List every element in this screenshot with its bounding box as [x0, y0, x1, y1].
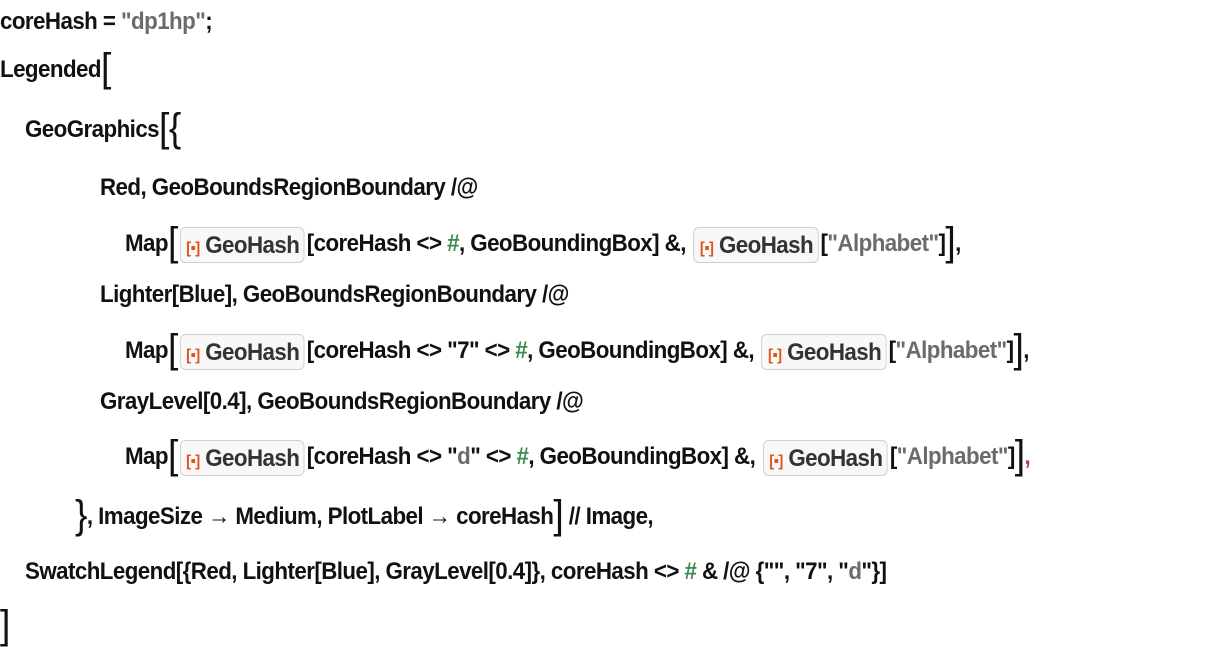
- code-token: Map: [125, 230, 169, 257]
- code-token: & /@ {"", "7", ": [696, 558, 849, 585]
- code-line[interactable]: GrayLevel[0.4], GeoBoundsRegionBoundary …: [100, 382, 584, 422]
- code-line[interactable]: Lighter[Blue], GeoBoundsRegionBoundary /…: [100, 275, 569, 315]
- bracket: [: [100, 46, 111, 90]
- code-token: ,: [955, 230, 961, 257]
- code-token: Map: [125, 443, 169, 470]
- string-literal: "Alphabet": [895, 337, 1008, 364]
- code-line[interactable]: Map[[▪]GeoHash[coreHash <> "d" <> #, Geo…: [125, 433, 1031, 477]
- entity-bracket-icon: [▪]: [769, 452, 783, 470]
- code-token: ]: [1006, 337, 1014, 364]
- code-token: [coreHash <> ": [306, 443, 458, 470]
- code-token: ;: [205, 8, 213, 35]
- code-token: , GeoBoundingBox] &,: [458, 230, 692, 257]
- code-token: , GeoBoundingBox] &,: [527, 337, 760, 364]
- code-line[interactable]: SwatchLegend[{Red, Lighter[Blue], GrayLe…: [25, 552, 887, 592]
- code-token: ,: [1023, 337, 1029, 364]
- slot-symbol: #: [447, 230, 459, 257]
- code-token: SwatchLegend[{Red, Lighter[Blue], GrayLe…: [25, 558, 685, 585]
- code-token: ]: [938, 230, 946, 257]
- entity-bracket-icon: [▪]: [186, 346, 200, 364]
- code-token: [coreHash <> "7" <>: [306, 337, 516, 364]
- bracket: [: [167, 220, 178, 264]
- bracket: [: [167, 327, 178, 371]
- slot-symbol: #: [684, 558, 697, 585]
- entity-label: GeoHash: [718, 231, 814, 259]
- slot-symbol: #: [516, 443, 529, 470]
- entity-label: GeoHash: [788, 444, 883, 472]
- entity-label: GeoHash: [205, 231, 300, 259]
- string-literal: d: [848, 558, 862, 585]
- bracket: ]: [1013, 327, 1024, 371]
- geohash-entity-box[interactable]: [▪] GeoHash: [179, 226, 305, 263]
- code-line[interactable]: Red, GeoBoundsRegionBoundary /@: [100, 168, 478, 208]
- code-token: coreHash =: [0, 8, 122, 35]
- code-line[interactable]: coreHash = "dp1hp";: [0, 2, 213, 42]
- geohash-entity-box[interactable]: [▪] GeoHash: [762, 439, 889, 476]
- code-line[interactable]: Legended[: [0, 48, 111, 88]
- code-token: Legended: [0, 56, 102, 83]
- code-line[interactable]: Map[[▪]GeoHash[coreHash <> "7" <> #, Geo…: [125, 327, 1030, 371]
- bracket: [: [167, 433, 178, 477]
- geohash-entity-box[interactable]: [▪] GeoHash: [761, 333, 887, 370]
- code-token: [coreHash <>: [306, 230, 448, 257]
- code-token: ,: [1024, 443, 1031, 470]
- code-token: "}]: [861, 558, 887, 585]
- code-token: // Image,: [563, 503, 654, 530]
- bracket: ]: [1014, 433, 1025, 477]
- code-line[interactable]: ]: [0, 605, 10, 645]
- code-token: Red, GeoBoundsRegionBoundary /@: [100, 174, 478, 201]
- string-literal: "dp1hp": [121, 8, 206, 35]
- code-token: , ImageSize → Medium, PlotLabel → coreHa…: [86, 503, 554, 530]
- code-token: [: [820, 230, 828, 257]
- code-line[interactable]: }, ImageSize → Medium, PlotLabel → coreH…: [75, 493, 654, 537]
- entity-label: GeoHash: [205, 338, 300, 366]
- string-literal: "Alphabet": [827, 230, 939, 257]
- code-token: [: [888, 337, 896, 364]
- entity-bracket-icon: [▪]: [699, 239, 714, 257]
- code-token: Map: [125, 337, 169, 364]
- bracket: }: [75, 493, 87, 537]
- code-token: , GeoBoundingBox] &,: [528, 443, 761, 470]
- string-literal: d: [457, 443, 471, 470]
- entity-bracket-icon: [▪]: [186, 239, 200, 257]
- bracket: [{: [159, 106, 181, 150]
- entity-label: GeoHash: [787, 338, 882, 366]
- geohash-entity-box[interactable]: [▪] GeoHash: [179, 333, 305, 370]
- entity-bracket-icon: [▪]: [186, 452, 200, 470]
- bracket: ]: [945, 220, 956, 264]
- code-token: [: [889, 443, 897, 470]
- slot-symbol: #: [515, 337, 528, 364]
- entity-bracket-icon: [▪]: [768, 346, 782, 364]
- code-line[interactable]: GeoGraphics[{: [25, 108, 181, 148]
- string-literal: "Alphabet": [896, 443, 1009, 470]
- entity-label: GeoHash: [205, 444, 300, 472]
- code-token: GrayLevel[0.4], GeoBoundsRegionBoundary …: [100, 388, 584, 415]
- code-token: Lighter[Blue], GeoBoundsRegionBoundary /…: [100, 281, 569, 308]
- code-token: ]: [1007, 443, 1015, 470]
- code-line[interactable]: Map[[▪]GeoHash[coreHash <> #, GeoBoundin…: [125, 220, 961, 264]
- code-token: " <>: [470, 443, 517, 470]
- bracket: ]: [0, 603, 10, 647]
- geohash-entity-box[interactable]: [▪] GeoHash: [179, 439, 305, 476]
- code-token: GeoGraphics: [25, 116, 160, 143]
- geohash-entity-box[interactable]: [▪] GeoHash: [693, 226, 819, 263]
- bracket: ]: [553, 493, 564, 537]
